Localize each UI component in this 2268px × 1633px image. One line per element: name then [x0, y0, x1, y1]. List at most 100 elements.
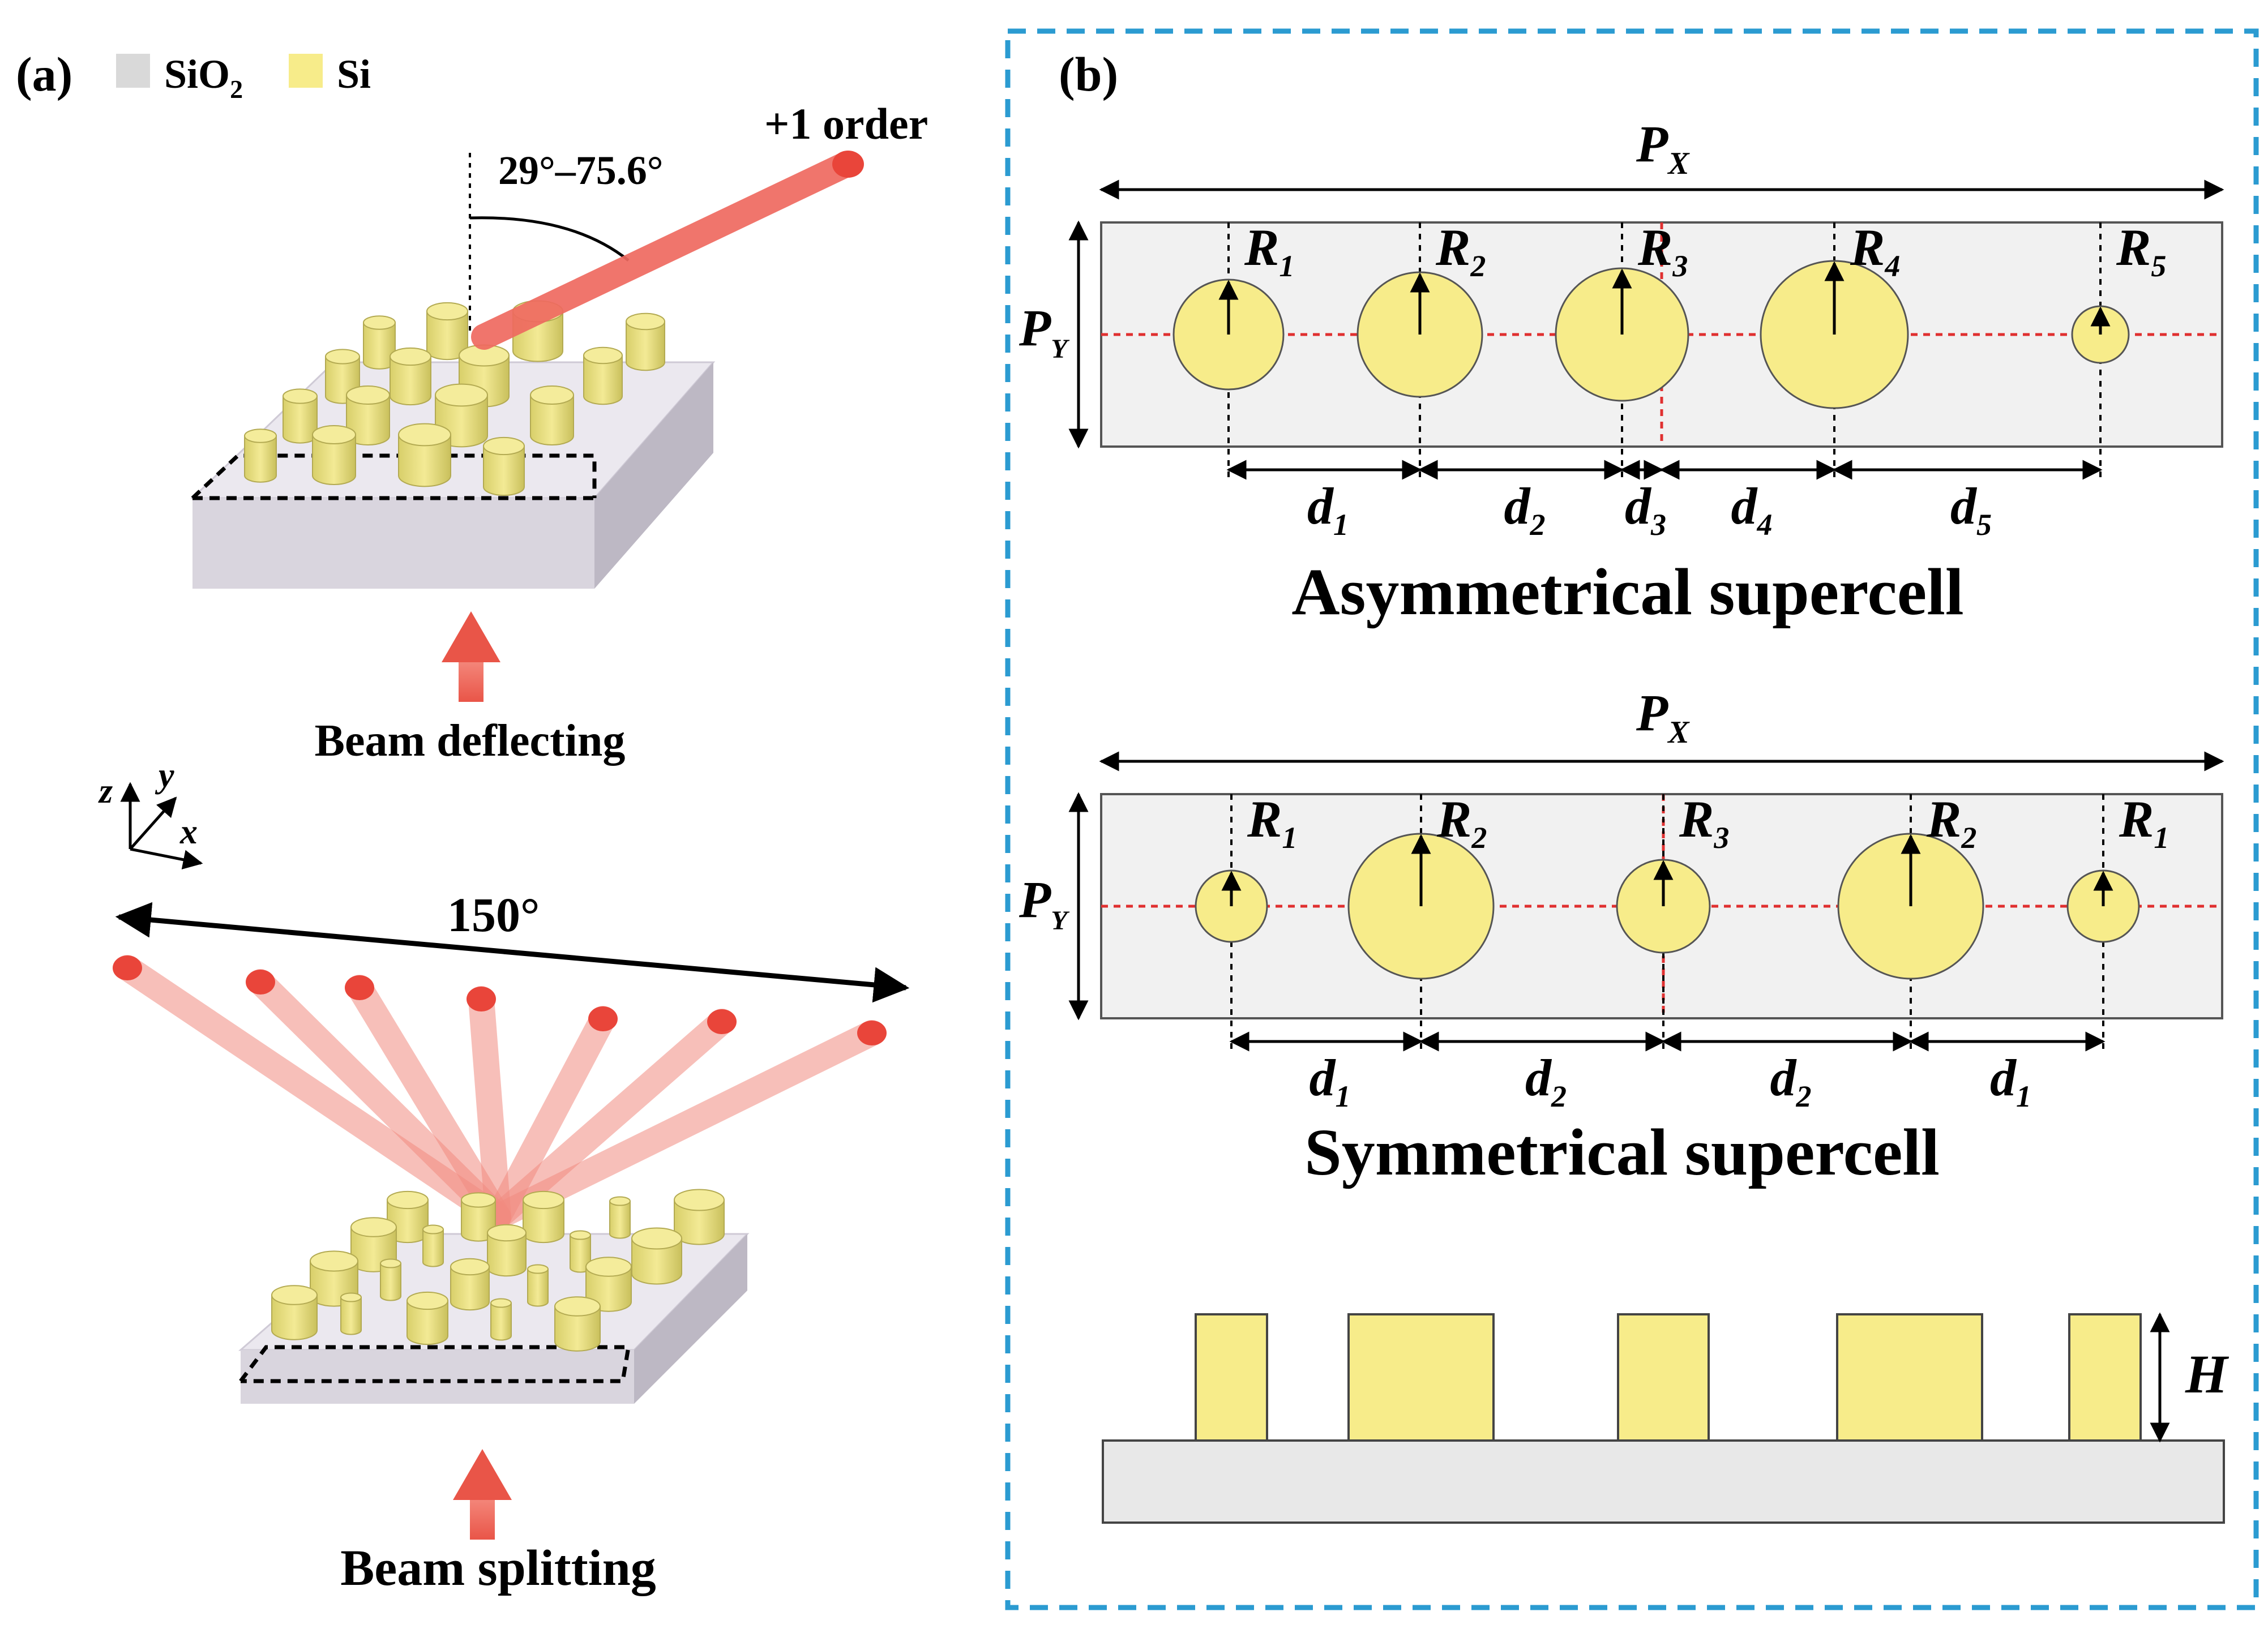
bottom-pillar-14 — [527, 1264, 549, 1307]
axis-z-label: z — [98, 772, 113, 811]
sym-radius-label-4: R2 — [1926, 790, 1976, 855]
spread-arrow — [115, 902, 910, 1003]
height-label: H — [2185, 1344, 2230, 1404]
side-pillar-2 — [1347, 1313, 1495, 1442]
panel-b-frame — [1005, 28, 2259, 1610]
split-beams — [113, 955, 887, 1230]
asym-pillar-4: R4 — [1760, 218, 1909, 481]
top-pillar-14 — [312, 425, 356, 485]
bottom-pillar-4 — [609, 1196, 631, 1239]
bottom-pillar-18 — [406, 1291, 448, 1345]
asym-radius-label-3: R3 — [1637, 218, 1688, 283]
sym-pillar-4: R2 — [1837, 790, 1984, 1053]
legend-label-si: Si — [337, 52, 371, 97]
bottom-pillar-13 — [450, 1258, 490, 1311]
order-label: +1 order — [764, 99, 928, 148]
bottom-pillar-16 — [271, 1285, 318, 1340]
panel-a: (a) SiO2 Si 29°–75.6° +1 order — [16, 47, 928, 1596]
legend-swatch-si — [289, 54, 323, 88]
split-beam-1 — [113, 955, 511, 1230]
splitter-metasurface — [238, 1189, 750, 1404]
unit-cell-outline-3 — [239, 1345, 631, 1383]
incident-arrow-bottom — [453, 1449, 512, 1540]
top-pillar-2 — [426, 302, 468, 361]
sym-pillars: R1 R2 R3 R2 R1 — [1195, 790, 2169, 1053]
asym-dist-label-4: d4 — [1731, 477, 1773, 542]
asym-radius-label-1: R1 — [1244, 218, 1294, 283]
sym-dist-label-2: d2 — [1525, 1049, 1567, 1113]
asym-dist-label-5: d5 — [1950, 477, 1992, 542]
bottom-pillar-7 — [422, 1224, 444, 1267]
pillar-array-bottom — [271, 1189, 725, 1352]
top-pillar-4 — [626, 312, 665, 371]
top-pillar-13 — [244, 428, 277, 483]
asym-pillar-2: R2 — [1356, 218, 1486, 481]
sym-radius-label-3: R3 — [1679, 790, 1729, 855]
pillar-array-top — [244, 300, 665, 496]
caption-beam-splitting: Beam splitting — [340, 1540, 656, 1596]
bottom-pillar-12 — [380, 1258, 401, 1301]
sym-pillar-5: R1 — [2066, 790, 2169, 1053]
bottom-pillar-19 — [490, 1298, 512, 1341]
sym-radius-label-2: R2 — [1436, 790, 1487, 855]
deflected-beam — [471, 151, 859, 350]
split-beam-2 — [246, 969, 511, 1230]
incident-arrow-top — [442, 611, 500, 702]
sym-dist-label-4: d1 — [1990, 1049, 2031, 1113]
bottom-pillar-8 — [487, 1224, 527, 1277]
top-pillar-6 — [390, 347, 431, 406]
side-pillar-5 — [2068, 1313, 2142, 1442]
side-pillar-4 — [1836, 1313, 1983, 1442]
bottom-pillar-3 — [523, 1190, 564, 1244]
top-pillar-15 — [398, 423, 451, 487]
asym-dist-label-1: d1 — [1307, 477, 1349, 542]
sym-radius-label-1: R1 — [1247, 790, 1297, 855]
px-label: PX — [1636, 115, 1690, 181]
asym-pillar-5: R5 — [2071, 218, 2166, 481]
deflector-metasurface — [190, 300, 716, 589]
asym-dist-label-2: d2 — [1504, 477, 1546, 542]
py-label-2: PY — [1019, 871, 1069, 936]
split-beam-4 — [467, 986, 511, 1230]
axis-y-label: y — [155, 756, 174, 795]
legend: SiO2 Si — [116, 52, 371, 104]
bottom-pillar-15 — [585, 1257, 632, 1312]
sym-pillar-3: R3 — [1616, 790, 1729, 1053]
asym-radius-label-5: R5 — [2116, 218, 2166, 283]
angle-label: 29°–75.6° — [498, 148, 664, 193]
sym-pillar-2: R2 — [1347, 790, 1495, 1053]
bottom-pillar-2 — [461, 1192, 496, 1242]
bottom-pillar-20 — [554, 1296, 601, 1352]
split-beam-7 — [485, 1020, 887, 1230]
coordinate-axes: z y x — [98, 756, 203, 869]
side-substrate — [1102, 1439, 2225, 1524]
asym-pillar-3: R3 — [1555, 218, 1689, 481]
top-pillar-12 — [530, 385, 574, 445]
substrate-side-face-2 — [634, 1234, 747, 1404]
caption-beam-deflecting: Beam deflecting — [315, 716, 626, 766]
side-pillar-3 — [1617, 1313, 1710, 1442]
legend-label-sio2: SiO2 — [164, 52, 243, 104]
top-pillar-9 — [283, 388, 318, 444]
top-pillar-8 — [583, 346, 623, 405]
side-pillar-1 — [1195, 1313, 1268, 1442]
top-pillar-10 — [346, 385, 390, 445]
angle-arc — [469, 216, 630, 262]
side-view: H — [1102, 1312, 2230, 1524]
asym-pillars: R1 R2 R3 R4 R5 — [1172, 218, 2166, 481]
split-beam-3 — [345, 975, 511, 1230]
substrate-front-face — [192, 498, 594, 589]
asym-radius-label-2: R2 — [1435, 218, 1486, 283]
spread-label: 150° — [447, 888, 540, 942]
sym-dist-label-3: d2 — [1770, 1049, 1812, 1113]
sym-title: Symmetrical supercell — [1304, 1115, 1940, 1189]
asym-title: Asymmetrical supercell — [1291, 555, 1963, 629]
bottom-pillar-5 — [674, 1189, 725, 1245]
beam-tip — [832, 151, 864, 178]
